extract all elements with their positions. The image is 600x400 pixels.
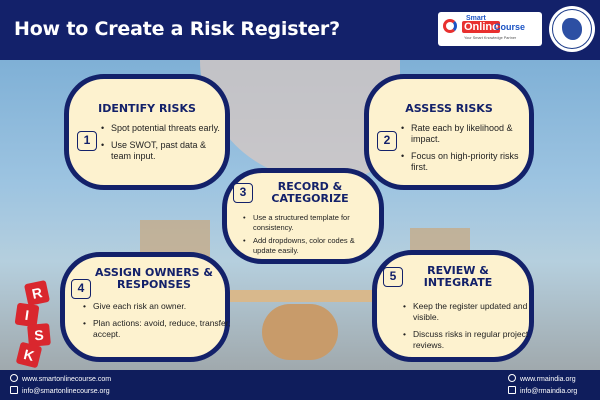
step-bullets: Spot potential threats early. Use SWOT, … [101,123,223,168]
footer-website-right[interactable]: www.rmaindia.org [508,374,576,384]
step-number-badge: 4 [71,279,91,299]
india-map-icon [562,18,582,40]
footer-email-right[interactable]: info@rmaindia.org [508,386,577,396]
step-heading: REVIEW & INTEGRATE [423,264,493,289]
bullet-item: Keep the register updated and visible. [403,301,531,323]
step-number-badge: 1 [77,131,97,151]
footer-link-text: www.smartonlinecourse.com [22,376,112,383]
logo-mark-icon [443,19,457,33]
bullet-item: Give each risk an owner. [83,301,231,312]
logo-online-text: Online [462,21,501,33]
footer-website-left[interactable]: www.smartonlinecourse.com [10,374,111,384]
step-bullets: Give each risk an owner. Plan actions: a… [83,301,231,346]
bullet-item: Add dropdowns, color codes & update easi… [243,236,379,255]
footer-link-text: www.rmaindia.org [520,376,576,383]
step-bullets: Rate each by likelihood & impact. Focus … [401,123,525,179]
bullet-item: Spot potential threats early. [101,123,223,134]
logo-course-text: Course [494,22,526,32]
step-card-identify-risks: IDENTIFY RISKS 1 Spot potential threats … [64,74,230,190]
footer-bar: www.smartonlinecourse.com info@smartonli… [0,370,600,400]
footer-email-left[interactable]: info@smartonlinecourse.org [10,386,110,396]
step-number-badge: 2 [377,131,397,151]
step-heading: RECORD & CATEGORIZE [271,180,349,205]
bullet-item: Use SWOT, past data & team input. [101,140,223,162]
footer-link-text: info@smartonlinecourse.org [22,388,110,395]
die-letter: K [15,341,43,369]
globe-icon [10,374,18,382]
header-bar: How to Create a Risk Register? Smart Onl… [0,0,600,60]
rma-india-emblem-logo [549,6,595,52]
email-icon [508,386,516,394]
step-card-assess-risks: ASSESS RISKS 2 Rate each by likelihood &… [364,74,534,190]
footer-link-text: info@rmaindia.org [520,388,578,395]
step-card-assign-owners: 4 ASSIGN OWNERS & RESPONSES Give each ri… [60,252,231,362]
bullet-item: Plan actions: avoid, reduce, transfer, a… [83,318,231,340]
die-letter: R [23,279,51,307]
step-bullets: Keep the register updated and visible. D… [403,301,531,357]
email-icon [10,386,18,394]
step-bullets: Use a structured template for consistenc… [243,213,379,259]
step-number-badge: 3 [233,183,253,203]
emblem-ring [552,9,592,49]
logo-smart-text: Smart [466,15,486,22]
bullet-item: Use a structured template for consistenc… [243,213,379,232]
step-card-review-integrate: 5 REVIEW & INTEGRATE Keep the register u… [372,250,534,362]
wood-cylinder [262,304,338,360]
bullet-item: Discuss risks in regular project reviews… [403,329,531,351]
step-card-record-categorize: 3 RECORD & CATEGORIZE Use a structured t… [222,168,384,264]
bullet-item: Rate each by likelihood & impact. [401,123,525,145]
risk-dice: R I S K [14,279,51,369]
smart-online-course-logo: Smart Online Course Your Smart Knowledge… [438,12,542,46]
page-title: How to Create a Risk Register? [14,18,340,40]
step-heading: ASSIGN OWNERS & RESPONSES [94,266,214,291]
step-heading: ASSESS RISKS [405,102,493,115]
step-number-badge: 5 [383,267,403,287]
globe-icon [508,374,516,382]
step-heading: IDENTIFY RISKS [98,102,196,115]
bullet-item: Focus on high-priority risks first. [401,151,525,173]
logo-tagline: Your Smart Knowledge Partner [464,36,517,40]
